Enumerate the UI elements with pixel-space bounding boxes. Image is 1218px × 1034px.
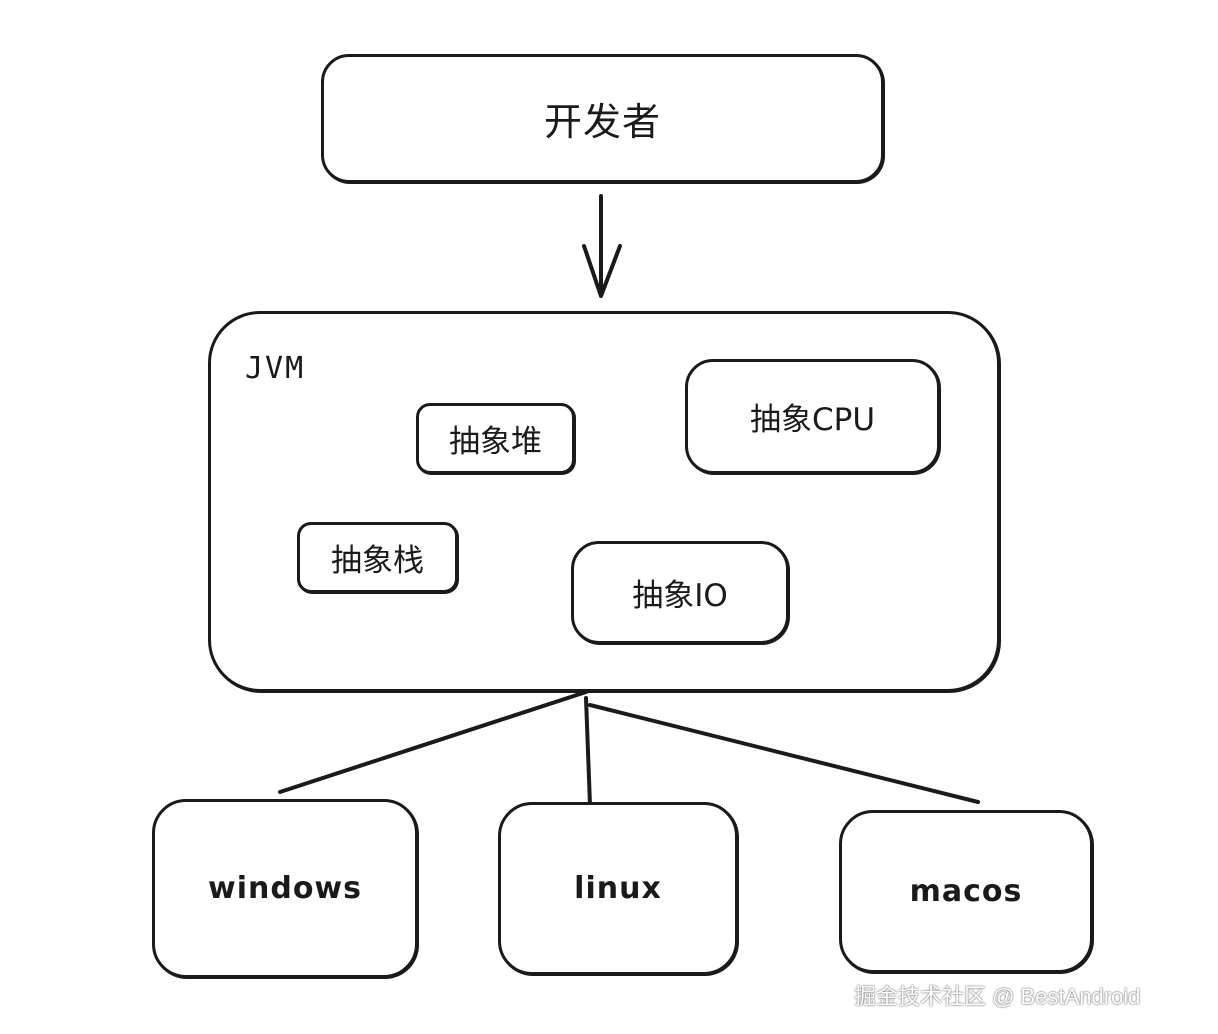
- macos-label: macos: [909, 874, 1023, 909]
- macos-node: macos: [839, 810, 1093, 973]
- linux-node: linux: [498, 802, 738, 975]
- developer-to-jvm-arrow: [582, 194, 622, 298]
- jvm-to-windows-line: [278, 690, 588, 794]
- windows-node: windows: [152, 799, 418, 978]
- jvm-label: JVM: [245, 351, 306, 386]
- watermark-text: 掘金技术社区 @ BestAndroid: [854, 984, 1141, 1009]
- abstract-heap-label: 抽象堆: [449, 424, 542, 460]
- abstract-heap-node: 抽象堆: [416, 403, 575, 474]
- abstract-io-node: 抽象IO: [571, 541, 789, 644]
- developer-node: 开发者: [321, 54, 884, 183]
- windows-label: windows: [207, 871, 362, 906]
- abstract-stack-label: 抽象栈: [331, 543, 424, 579]
- linux-label: linux: [574, 871, 662, 906]
- abstract-cpu-node: 抽象CPU: [685, 359, 940, 474]
- abstract-stack-node: 抽象栈: [297, 522, 458, 593]
- abstract-cpu-label: 抽象CPU: [749, 402, 876, 438]
- jvm-to-macos-line: [588, 703, 980, 804]
- developer-label: 开发者: [543, 100, 661, 144]
- jvm-to-linux-line: [584, 696, 592, 807]
- abstract-io-label: 抽象IO: [632, 578, 728, 614]
